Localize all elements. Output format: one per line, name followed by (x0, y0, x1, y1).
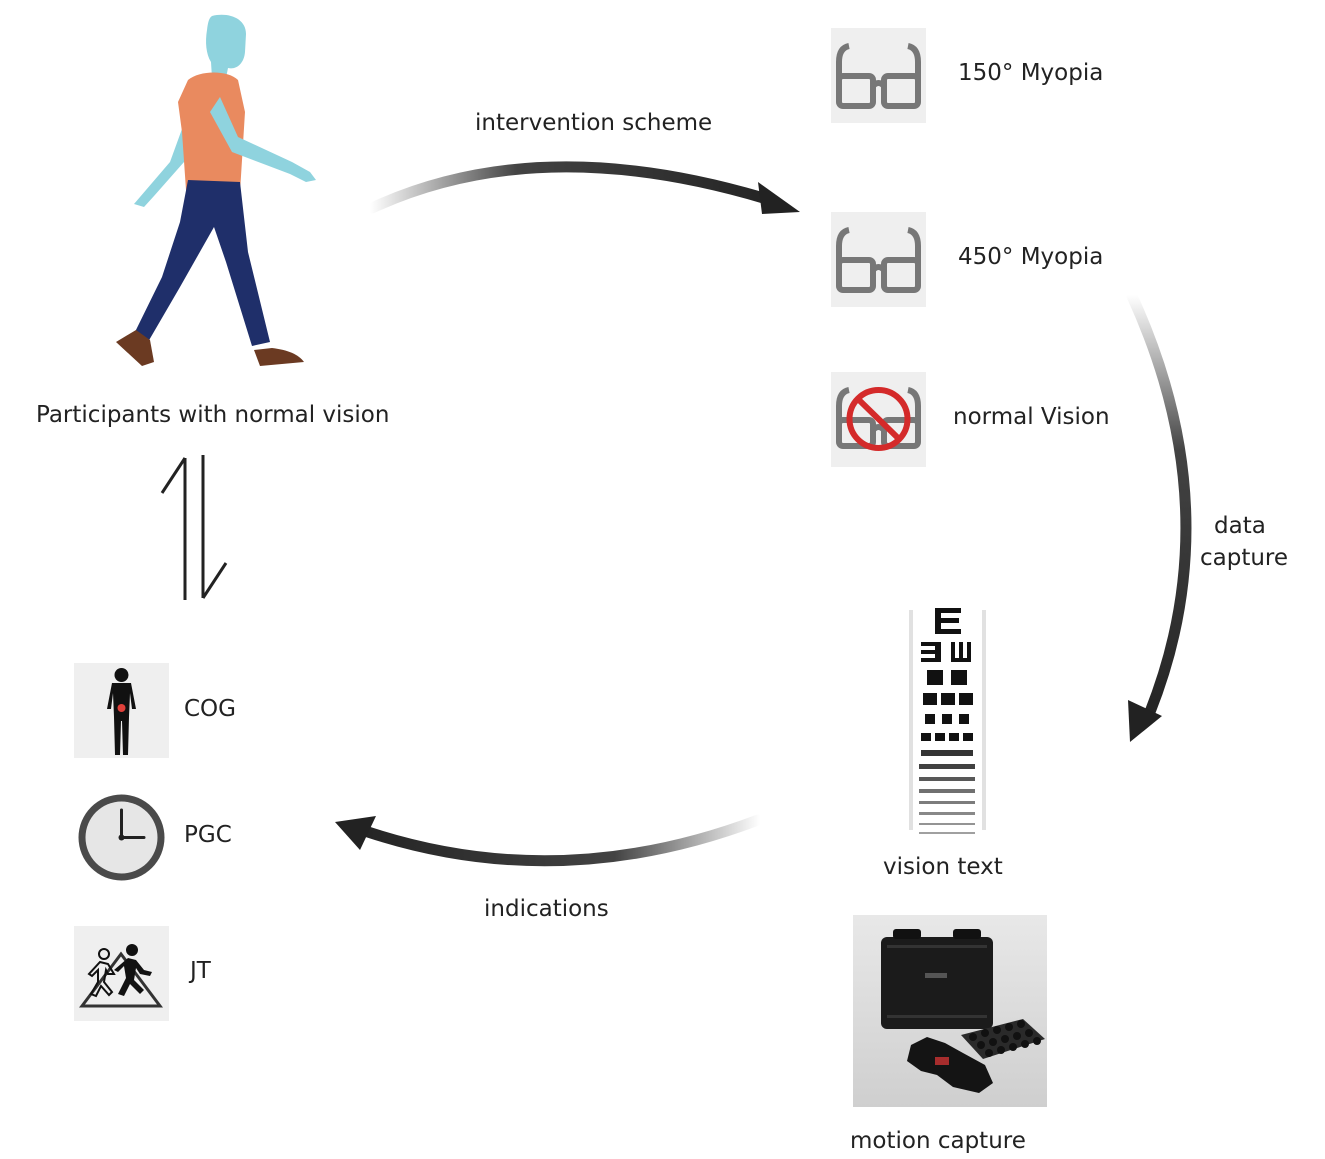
motion-capture-label: motion capture (850, 1128, 1026, 1156)
myopia-450-glasses-icon (831, 212, 926, 307)
normal-vision-label: normal Vision (953, 404, 1110, 432)
myopia-150-label: 150° Myopia (958, 60, 1103, 88)
clock-icon (74, 790, 169, 885)
pgc-label: PGC (184, 822, 232, 850)
cog-label: COG (184, 696, 236, 724)
human-body-icon (74, 663, 169, 758)
running-person-icon (74, 926, 169, 1021)
indications-arrow (368, 820, 758, 861)
eye-chart-icon (905, 600, 990, 840)
motion-capture-kit-photo (853, 915, 1047, 1107)
myopia-150-glasses-icon (831, 28, 926, 123)
data-capture-label-line2: capture (1200, 545, 1288, 573)
no-glasses-icon (831, 372, 926, 467)
bidirectional-arrow (162, 455, 226, 600)
data-capture-arrow (1132, 296, 1186, 712)
myopia-450-label: 450° Myopia (958, 244, 1103, 272)
indications-label: indications (484, 896, 609, 924)
data-capture-label-line1: data (1214, 513, 1266, 541)
intervention-arrow (372, 167, 770, 208)
jt-label: JT (190, 958, 211, 986)
vision-text-label: vision text (883, 854, 1003, 882)
intervention-arrowhead (758, 182, 800, 214)
intervention-scheme-label: intervention scheme (475, 110, 712, 138)
